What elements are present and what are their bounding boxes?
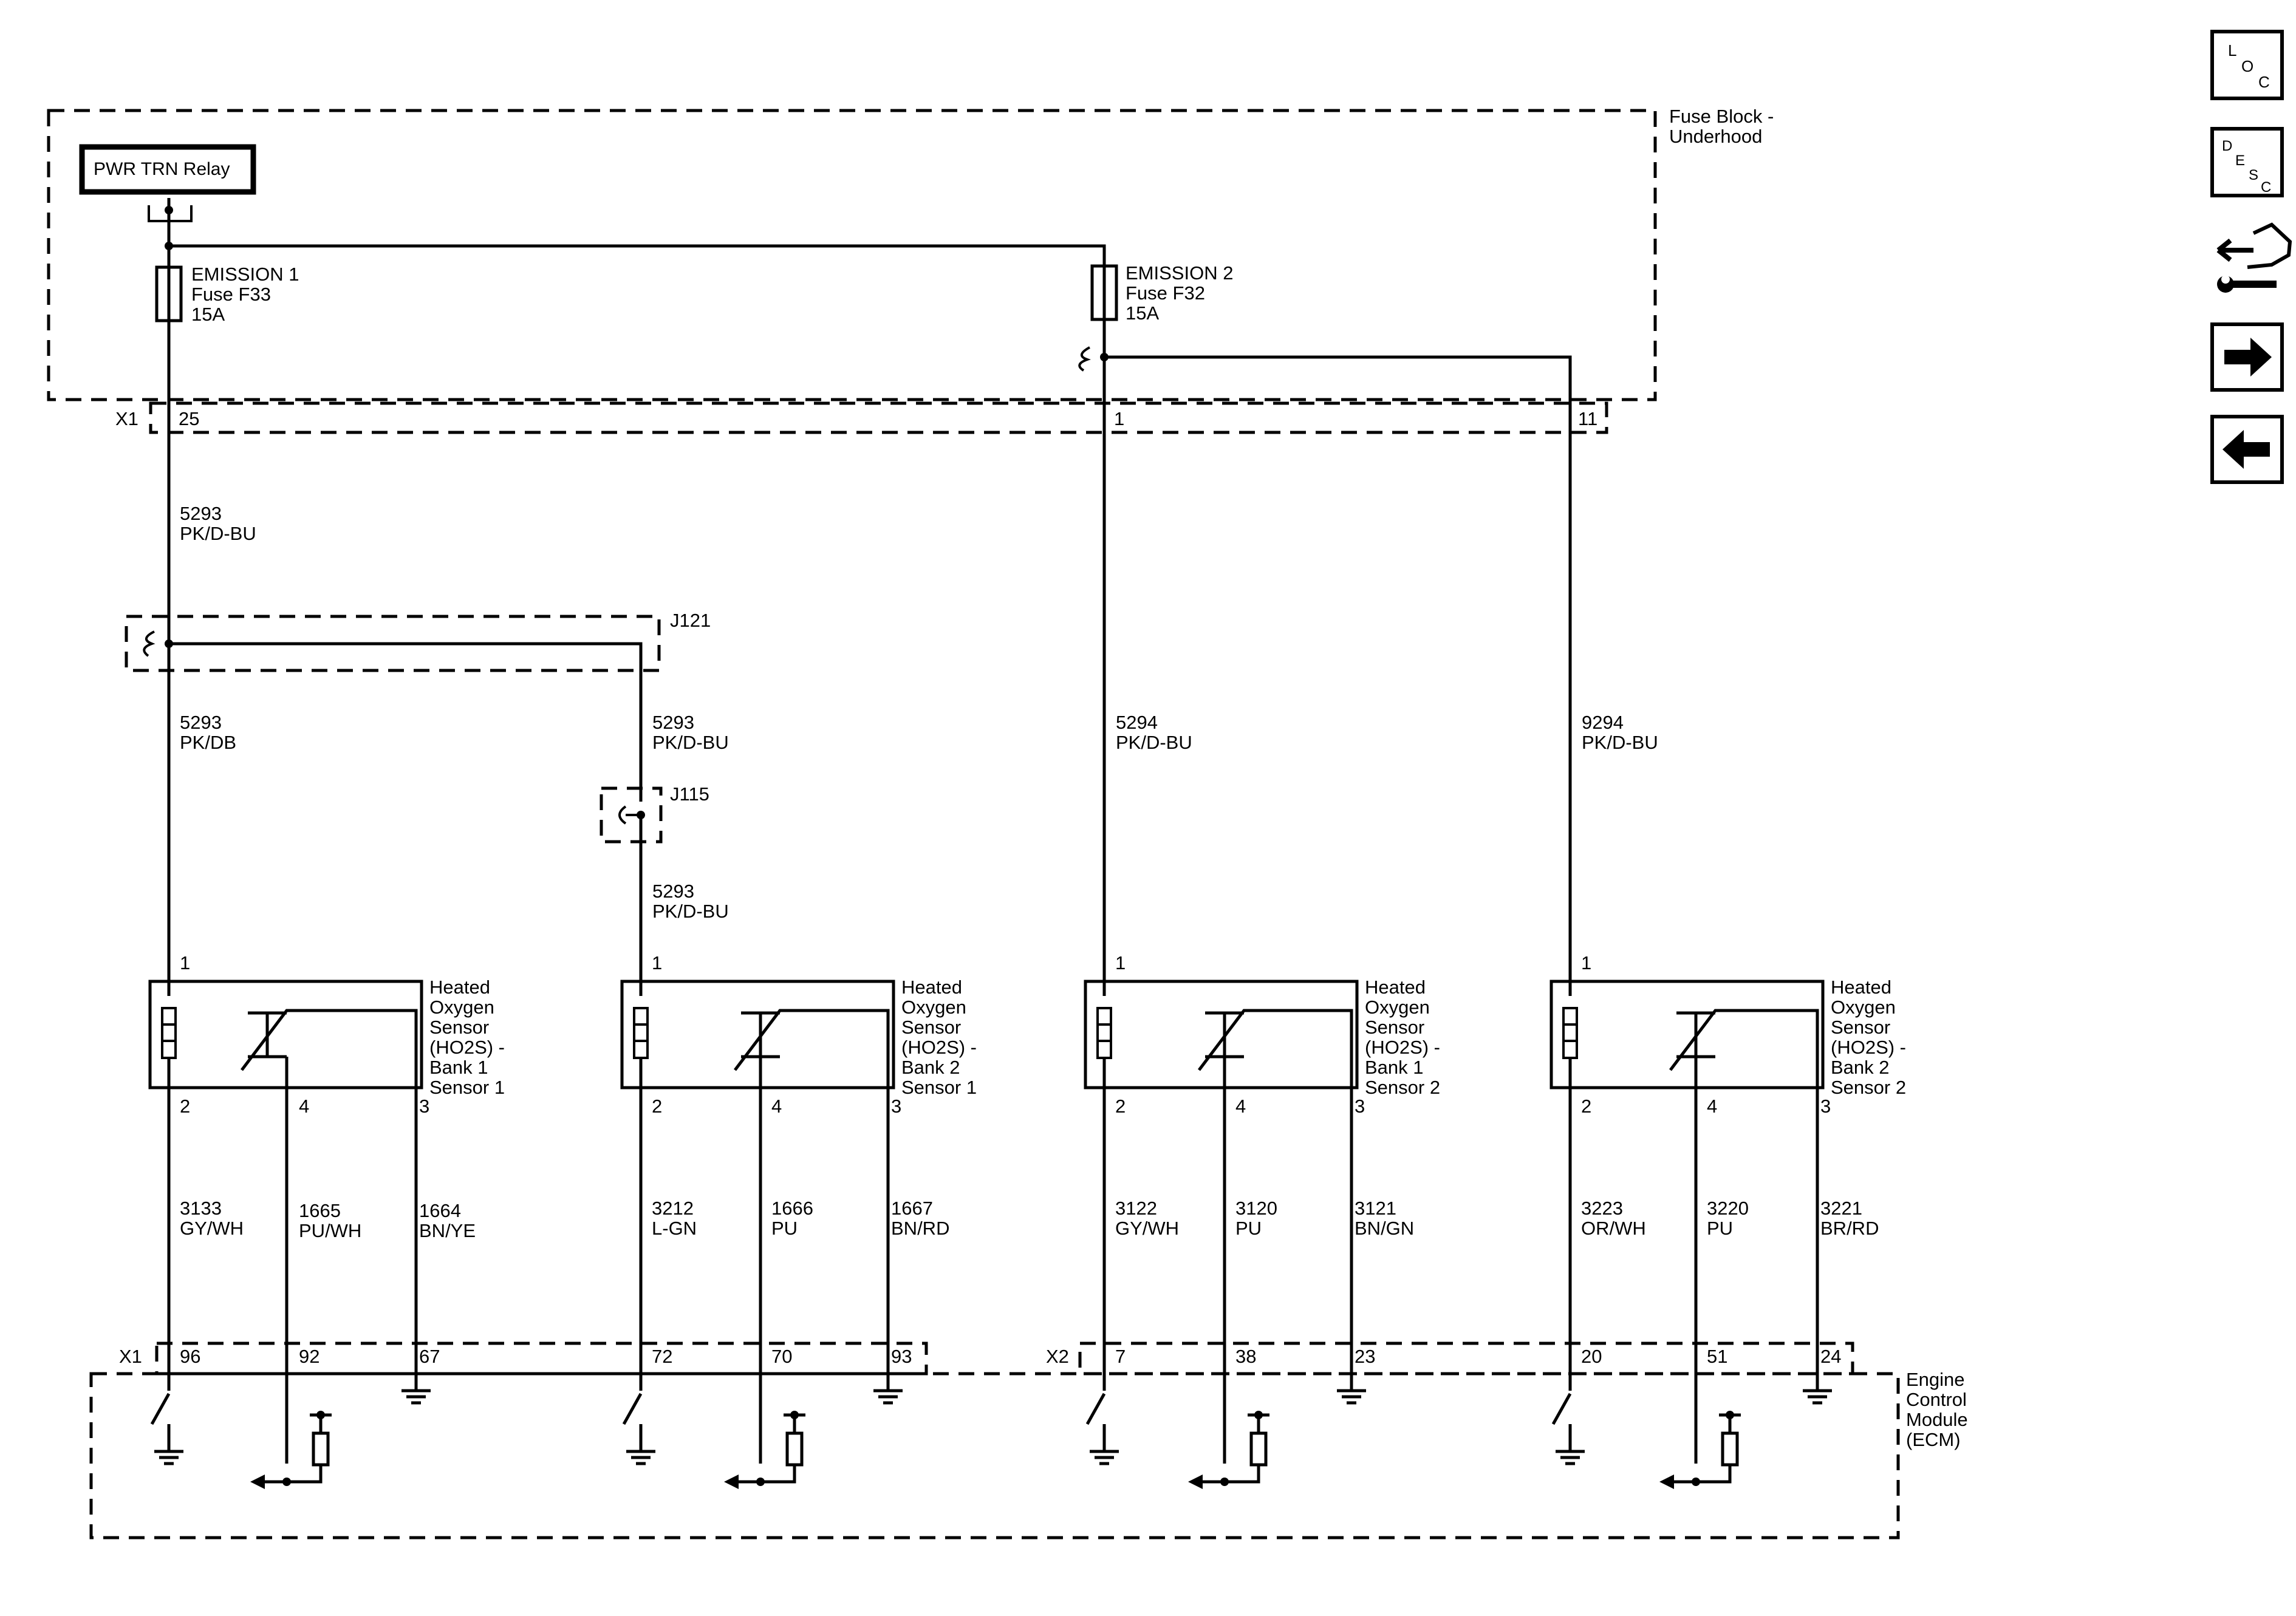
loc-button[interactable]: L O C bbox=[2210, 30, 2284, 100]
connector-repair-button[interactable] bbox=[2216, 222, 2292, 293]
desc-button[interactable]: D E S C bbox=[2210, 127, 2284, 197]
ecm-pin-70: 70 bbox=[771, 1346, 792, 1367]
next-button[interactable] bbox=[2210, 322, 2284, 392]
ecm-x1-label: X1 bbox=[119, 1346, 142, 1367]
s1-pin-4: 4 bbox=[299, 1096, 309, 1117]
s4-pin-2: 2 bbox=[1581, 1096, 1591, 1117]
ecm-pin-67: 67 bbox=[419, 1346, 440, 1367]
j121-label: J121 bbox=[670, 610, 711, 631]
fb-connector-label: X1 bbox=[115, 408, 138, 429]
s3-pin-2: 2 bbox=[1115, 1096, 1126, 1117]
loc-letter-3: C bbox=[2258, 73, 2270, 91]
ecm-pin-20: 20 bbox=[1581, 1346, 1602, 1367]
splice-j121: J121 bbox=[125, 610, 711, 802]
arrow-left-icon bbox=[2223, 430, 2270, 469]
ecm-circuit-4 bbox=[1551, 1339, 1832, 1489]
s2-pin-top: 1 bbox=[652, 952, 662, 973]
ecm-pin-24: 24 bbox=[1820, 1346, 1841, 1367]
s1-pin-2: 2 bbox=[180, 1096, 190, 1117]
ecm-pin-23: 23 bbox=[1355, 1346, 1375, 1367]
j115-label: J115 bbox=[670, 783, 709, 805]
s4-pin-3: 3 bbox=[1820, 1096, 1831, 1117]
back-button[interactable] bbox=[2210, 415, 2284, 484]
ecm-circuit-2 bbox=[622, 1339, 903, 1489]
splice-j115: J115 bbox=[600, 783, 709, 844]
sidebar: L O C D E S C bbox=[2210, 30, 2292, 484]
s3-pin-4: 4 bbox=[1235, 1096, 1246, 1117]
arrow-right-icon bbox=[2224, 338, 2272, 377]
ecm-pin-92: 92 bbox=[299, 1346, 319, 1367]
desc-letter-4: C bbox=[2261, 179, 2271, 196]
s2-pin-4: 4 bbox=[771, 1096, 782, 1117]
ecm-pin-51: 51 bbox=[1707, 1346, 1727, 1367]
fb-pin-1: 1 bbox=[1114, 408, 1124, 429]
s2-pin-3: 3 bbox=[891, 1096, 901, 1117]
fb-pin-25: 25 bbox=[179, 408, 199, 429]
ecm-pin-38: 38 bbox=[1235, 1346, 1256, 1367]
connector-repair-icon bbox=[2216, 222, 2292, 293]
fuse-block-connector-x1: X1 25 1 11 bbox=[115, 401, 1608, 434]
ecm-x2-label: X2 bbox=[1046, 1346, 1069, 1367]
desc-letter-3: S bbox=[2249, 167, 2258, 183]
s4-pin-top: 1 bbox=[1581, 952, 1591, 973]
s1-pin-3: 3 bbox=[419, 1096, 429, 1117]
ecm-pin-72: 72 bbox=[652, 1346, 672, 1367]
desc-letter-1: D bbox=[2222, 138, 2232, 154]
loc-letter-1: L bbox=[2228, 41, 2236, 60]
desc-letter-2: E bbox=[2235, 152, 2245, 169]
fb-pin-11: 11 bbox=[1578, 408, 1597, 429]
desc-icon bbox=[2210, 127, 2284, 197]
ecm-pin-96: 96 bbox=[180, 1346, 200, 1367]
s1-pin-top: 1 bbox=[180, 952, 190, 973]
pwr-trn-relay: PWR TRN Relay bbox=[79, 144, 256, 222]
ecm-pin-93: 93 bbox=[891, 1346, 912, 1367]
fuse-block-label: Fuse Block -Underhood bbox=[1669, 106, 1774, 147]
s2-pin-2: 2 bbox=[652, 1096, 662, 1117]
s3-pin-3: 3 bbox=[1355, 1096, 1365, 1117]
s3-pin-top: 1 bbox=[1115, 952, 1126, 973]
s4-pin-4: 4 bbox=[1707, 1096, 1717, 1117]
loc-letter-2: O bbox=[2241, 57, 2253, 75]
loc-icon bbox=[2210, 30, 2284, 100]
ecm-pin-7: 7 bbox=[1115, 1346, 1126, 1367]
fuse-block-underhood: Fuse Block -Underhood PWR TRN Relay EMIS… bbox=[47, 106, 1774, 425]
relay-label: PWR TRN Relay bbox=[94, 159, 230, 179]
ecm-circuit-3 bbox=[1085, 1339, 1366, 1489]
ecm-circuit-1 bbox=[150, 1339, 431, 1489]
